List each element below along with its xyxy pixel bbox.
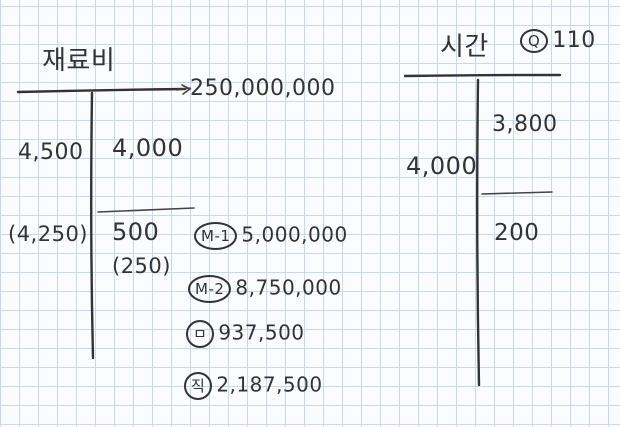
entry-overhead-value: 937,500 bbox=[218, 320, 305, 345]
left-account-title: 재료비 bbox=[42, 46, 116, 76]
left-account-top-rule bbox=[16, 87, 187, 94]
entry-overhead-label: ㅁ bbox=[186, 320, 215, 348]
right-account-lower-value: 200 bbox=[494, 220, 540, 246]
entry-direct-value: 2,187,500 bbox=[216, 372, 323, 397]
right-account-title: 시간 bbox=[440, 32, 489, 62]
right-account-circle-value: 110 bbox=[552, 28, 596, 53]
right-account-vertical-rule bbox=[476, 78, 481, 387]
right-account-left-value: 4,000 bbox=[406, 152, 478, 180]
left-row1-debit: 4,500 bbox=[18, 140, 84, 165]
right-account-circle-label: Q bbox=[520, 29, 549, 53]
left-row2-credit: 500 bbox=[112, 218, 160, 246]
left-row2-debit: (4,250) bbox=[8, 222, 89, 246]
entry-m2-label: M-2 bbox=[188, 275, 232, 303]
entry-m2-value: 8,750,000 bbox=[235, 275, 342, 300]
left-row1-credit: 4,000 bbox=[112, 134, 184, 162]
right-account-top-rule bbox=[403, 73, 562, 78]
left-account-subtotal-rule bbox=[97, 207, 195, 213]
right-account-split-rule bbox=[481, 191, 553, 195]
left-account-vertical-rule bbox=[90, 91, 95, 360]
left-account-top-amount: 250,000,000 bbox=[190, 76, 336, 101]
entry-m1-value: 5,000,000 bbox=[241, 222, 348, 247]
left-row2-credit-paren: (250) bbox=[112, 254, 171, 278]
arrow-icon bbox=[176, 84, 192, 95]
entry-m1-label: M-1 bbox=[194, 222, 238, 250]
right-account-upper-value: 3,800 bbox=[492, 112, 558, 137]
entry-direct-label: 직 bbox=[184, 372, 213, 400]
